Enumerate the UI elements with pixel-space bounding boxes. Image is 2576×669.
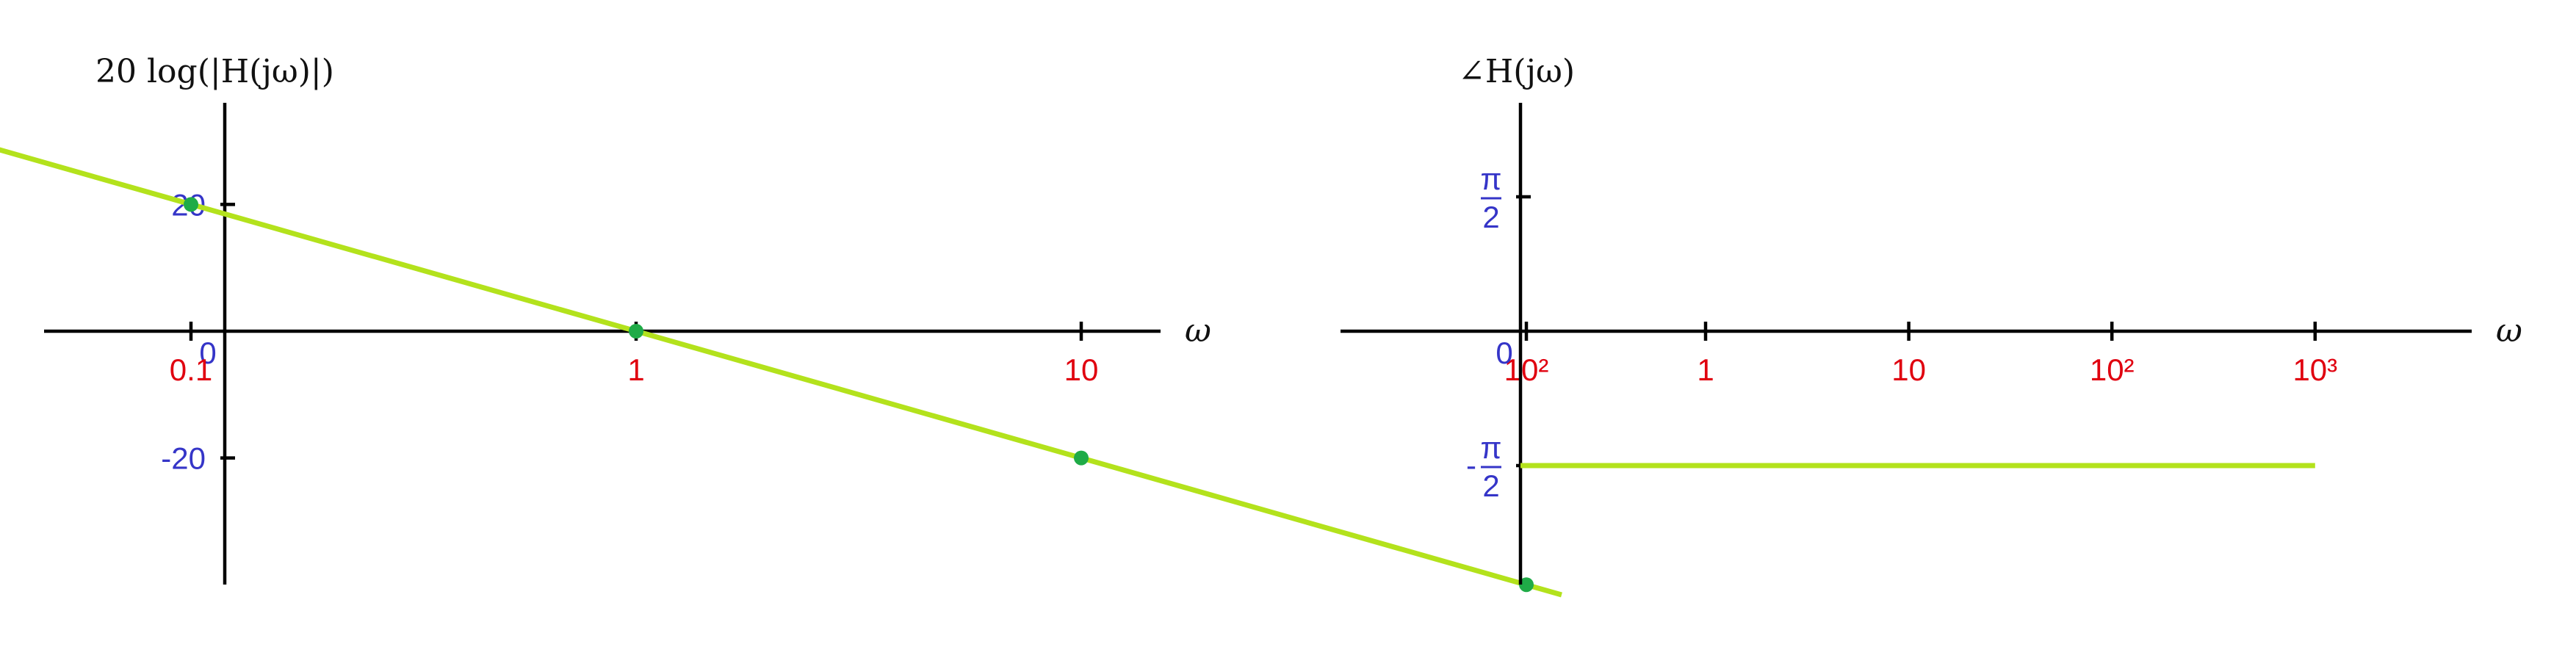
x-tick-label: 10 [1891,352,1926,387]
data-point [629,324,643,339]
y-tick-label-denominator: 2 [1482,469,1499,503]
data-point [184,197,198,212]
origin-label: 0 [199,336,216,370]
x-axis-label: ω [1185,312,1211,350]
y-axis-label: 20 log(|H(jω)|) [95,53,334,90]
x-tick-label: 10² [1504,352,1549,387]
y-axis-label: ∠H(jω) [1458,53,1575,90]
data-point [1074,450,1089,466]
y-tick-label-denominator: 2 [1482,200,1499,234]
data-point [1519,577,1534,593]
x-tick-label: 1 [1697,352,1714,387]
x-tick-label: 0.1 [170,352,212,387]
magnitude-plot: 20 log(|H(jω)|)ω00.111010²20-20 [0,53,1562,598]
x-tick-label: 10² [2090,352,2135,387]
series-line [0,147,1562,598]
x-tick-label: 1 [627,352,644,387]
y-tick-label-numerator: π [1481,162,1502,196]
y-tick-label-numerator: π [1481,430,1502,465]
x-axis-label: ω [2496,312,2522,350]
origin-label: 0 [1496,336,1512,370]
x-tick-label: 10³ [2292,352,2337,387]
y-tick-label: -20 [161,441,206,476]
x-tick-label: 10 [1064,352,1099,387]
y-tick-label-sign: - [1466,448,1476,482]
